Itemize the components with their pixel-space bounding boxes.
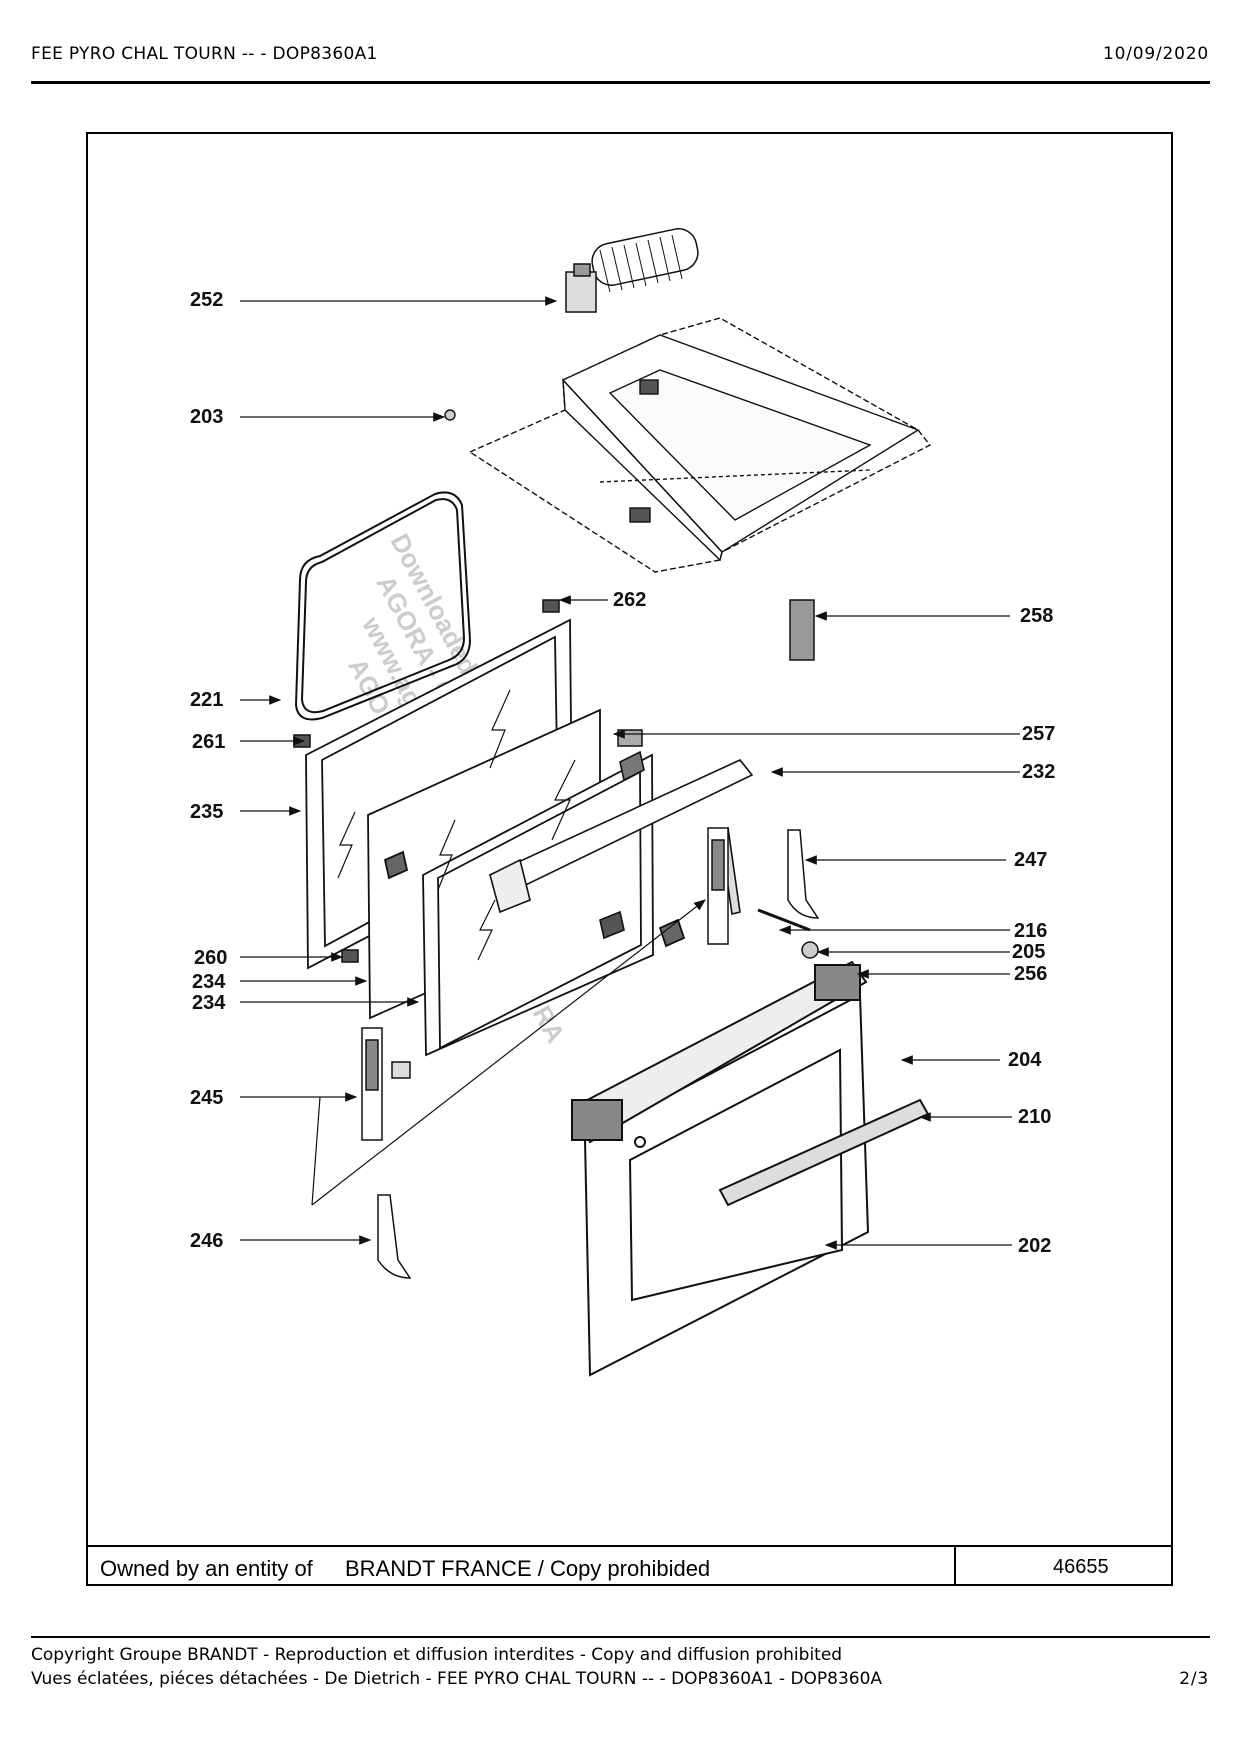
part-label-235: 235: [190, 801, 223, 823]
part-label-261: 261: [192, 731, 225, 753]
copyright-line: Copyright Groupe BRANDT - Reproduction e…: [31, 1645, 843, 1665]
part-label-205: 205: [1012, 941, 1045, 963]
drawing-frame: [86, 132, 1173, 1586]
part-label-257: 257: [1022, 723, 1055, 745]
title-block-divider: [954, 1545, 956, 1586]
fan-motor-part: [565, 228, 699, 313]
part-label-252: 252: [190, 289, 223, 311]
page-number: 2/3: [1179, 1669, 1209, 1689]
document-title: FEE PYRO CHAL TOURN -- - DOP8360A1: [31, 44, 378, 64]
hinge-parts: [293, 599, 820, 1279]
part-label-221: 221: [190, 689, 223, 711]
part-label-256: 256: [1014, 963, 1047, 985]
part-label-258: 258: [1020, 605, 1053, 627]
owned-by-text: Owned by an entity of: [100, 1556, 313, 1581]
header-rule: [31, 81, 1210, 84]
part-label-216: 216: [1014, 920, 1047, 942]
footer-rule: [31, 1636, 1210, 1638]
part-label-260: 260: [194, 947, 227, 969]
part-labels: 252 203 262 258 221 261 257 232 235 247 …: [190, 289, 1055, 1257]
part-label-210: 210: [1018, 1106, 1051, 1128]
part-label-247: 247: [1014, 849, 1047, 871]
part-label-245: 245: [190, 1087, 223, 1109]
part-label-232: 232: [1022, 761, 1055, 783]
part-label-202: 202: [1018, 1235, 1051, 1257]
oven-cavity-top-part: [444, 317, 932, 573]
document-date: 10/09/2020: [1103, 44, 1209, 64]
brand-text: BRANDT FRANCE / Copy prohibided: [345, 1556, 711, 1581]
part-label-234-b: 234: [192, 992, 226, 1014]
drawing-reference: 46655: [1053, 1556, 1109, 1578]
part-label-234-a: 234: [192, 971, 226, 993]
part-label-203: 203: [190, 406, 223, 428]
leader-lines: [240, 296, 1020, 1250]
part-label-204: 204: [1008, 1049, 1042, 1071]
door-gasket-part: [294, 491, 472, 721]
title-block: [86, 1545, 1173, 1588]
part-label-262: 262: [613, 589, 646, 611]
document-description: Vues éclatées, piéces détachées - De Die…: [31, 1669, 883, 1689]
part-label-246: 246: [190, 1230, 223, 1252]
outer-door-part: [570, 960, 930, 1377]
